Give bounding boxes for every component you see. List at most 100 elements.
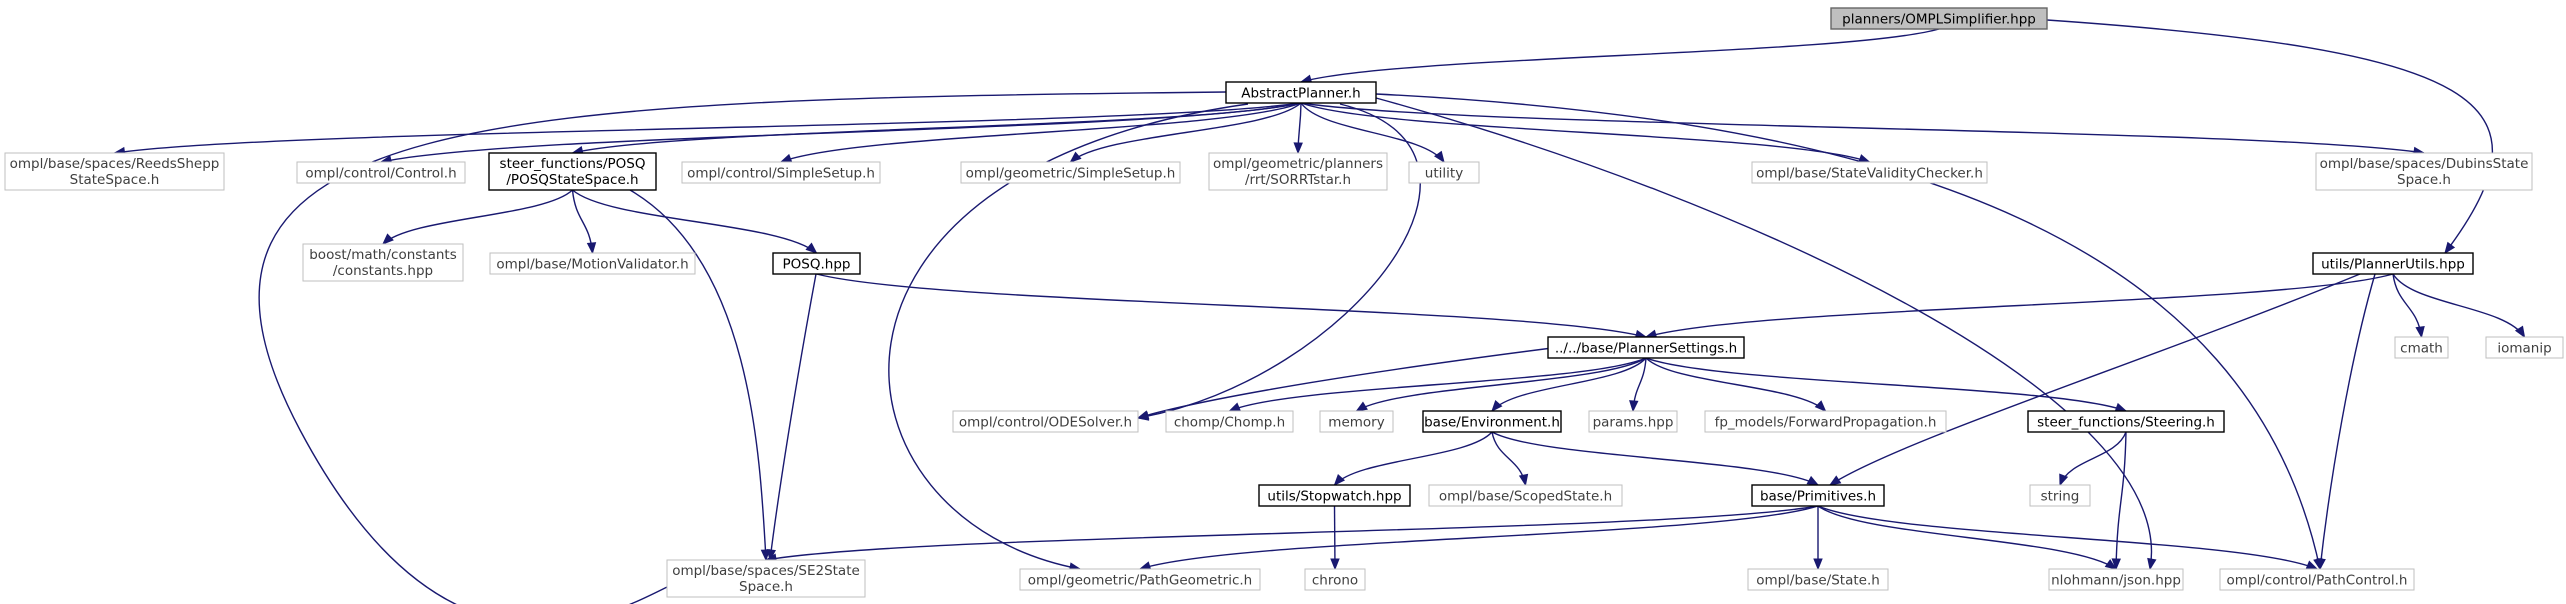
node-label: fp_models/ForwardPropagation.h [1715,415,1937,431]
node-label: cmath [2400,341,2443,357]
node-label: /constants.hpp [333,263,433,279]
node-label: steer_functions/Steering.h [2037,415,2215,431]
node-label: chrono [1312,573,1358,589]
node-label: ../../base/PlannerSettings.h [1555,341,1737,357]
edge-environment-to-primitives [1491,431,1820,486]
edge-posqss-to-posqhpp [572,189,818,254]
node-label: ompl/base/MotionValidator.h [496,257,688,273]
node-memory: memory [1319,410,1394,433]
node-label: base/Primitives.h [1760,489,1876,505]
node-label: string [2041,489,2080,505]
node-label: ompl/control/PathControl.h [2227,573,2408,589]
node-label: ompl/geometric/PathGeometric.h [1028,573,1252,589]
node-boostconst: boost/math/constants/constants.hpp [302,243,464,282]
edge-abstract-to-reedsshepp [113,102,1302,157]
node-label: AbstractPlanner.h [1241,86,1360,102]
edge-settings-to-fwdprop [1645,357,1827,412]
node-pathcontrol: ompl/control/PathControl.h [2219,568,2415,591]
node-label: ompl/base/StateValidityChecker.h [1756,166,1983,182]
edge-posqss-to-boostconst [382,189,573,245]
edge-steering-to-string [2059,431,2127,487]
node-odesolver: ompl/control/ODESolver.h [952,410,1139,433]
edge-stopwatch-to-chrono [1330,505,1340,571]
edge-root-to-abstract [1299,28,1940,84]
node-label: ompl/base/ScopedState.h [1439,489,1612,505]
node-iomanip: iomanip [2485,336,2564,359]
node-steering[interactable]: steer_functions/Steering.h [2027,410,2225,433]
node-string: string [2029,484,2091,507]
edge-plannerutils-to-pathcontrol [2316,273,2376,571]
edge-settings-to-steering [1645,357,2128,412]
node-plannerutils[interactable]: utils/PlannerUtils.hpp [2312,252,2474,275]
edge-environment-to-scopedstate [1491,431,1529,487]
node-label: StateSpace.h [70,172,160,188]
node-label: utility [1425,166,1463,182]
node-label: ompl/base/spaces/SE2State [672,563,860,579]
node-params: params.hpp [1588,410,1678,433]
node-settings[interactable]: ../../base/PlannerSettings.h [1547,336,1745,359]
node-state: ompl/base/State.h [1747,568,1889,591]
edge-abstract-to-json [1375,97,2157,571]
node-cmath: cmath [2394,336,2449,359]
node-abstract[interactable]: AbstractPlanner.h [1225,81,1377,104]
node-scopedstate: ompl/base/ScopedState.h [1428,484,1623,507]
edge-plannerutils-to-cmath [2392,273,2425,339]
edge-plannerutils-to-iomanip [2392,273,2526,339]
node-fwdprop: fp_models/ForwardPropagation.h [1704,410,1947,433]
node-posqss[interactable]: steer_functions/POSQ/POSQStateSpace.h [488,152,657,191]
node-label: ompl/base/spaces/ReedsShepp [10,156,220,172]
node-control: ompl/control/Control.h [296,161,466,184]
node-label: base/Environment.h [1424,415,1560,431]
node-label: steer_functions/POSQ [500,156,646,172]
node-label: Space.h [2397,172,2451,188]
edge-primitives-to-se2 [764,505,1819,563]
node-label: ompl/control/ODESolver.h [959,415,1132,431]
node-label: ompl/geometric/SimpleSetup.h [966,166,1176,182]
edge-abstract-to-dubins [1300,102,2426,157]
node-label: ompl/control/Control.h [305,166,456,182]
node-label: ompl/control/SimpleSetup.h [687,166,875,182]
node-chrono: chrono [1304,568,1366,591]
edge-posqss-to-se2 [629,189,771,562]
edge-settings-to-odesolver [1136,346,1561,420]
node-label: /rrt/SORRTstar.h [1245,172,1351,188]
node-label: memory [1328,415,1384,431]
node-csimplesetup: ompl/control/SimpleSetup.h [681,161,881,184]
edges-layer [113,19,2526,604]
node-json: nlohmann/json.hpp [2048,568,2184,591]
node-primitives[interactable]: base/Primitives.h [1751,484,1885,507]
node-motionval: ompl/base/MotionValidator.h [489,252,696,275]
node-label: params.hpp [1593,415,1674,431]
node-gsimplesetup: ompl/geometric/SimpleSetup.h [960,161,1181,184]
node-svc: ompl/base/StateValidityChecker.h [1751,161,1988,184]
edge-environment-to-stopwatch [1333,431,1493,487]
node-sorrt: ompl/geometric/planners/rrt/SORRTstar.h [1208,152,1388,191]
node-label: ompl/geometric/planners [1213,156,1383,172]
node-label: ompl/base/spaces/DubinsState [2320,156,2529,172]
node-label: utils/PlannerUtils.hpp [2321,257,2465,273]
edge-primitives-to-pathcontrol [1817,505,2319,570]
edge-settings-to-params [1629,357,1647,413]
node-environment[interactable]: base/Environment.h [1422,410,1562,433]
node-label: iomanip [2497,341,2551,357]
node-label: utils/Stopwatch.hpp [1267,489,1401,505]
node-label: Space.h [739,579,793,595]
edge-settings-to-environment [1491,357,1647,413]
node-root: planners/OMPLSimplifier.hpp [1830,7,2048,30]
node-posqhpp[interactable]: POSQ.hpp [772,252,861,275]
edge-settings-to-memory [1355,357,1647,412]
node-label: nlohmann/json.hpp [2051,573,2181,589]
edge-primitives-to-json [1817,505,2118,570]
edge-primitives-to-state [1813,505,1823,571]
edge-posqss-to-motionval [571,189,597,255]
node-label: ompl/base/State.h [1756,573,1880,589]
edge-root-to-plannerutils [2046,19,2494,255]
edge-abstract-to-utility [1300,102,1445,164]
edge-primitives-to-pathgeo [1138,505,1819,571]
node-utility: utility [1408,161,1480,184]
node-stopwatch[interactable]: utils/Stopwatch.hpp [1258,484,1411,507]
edge-abstract-to-odesolver [1136,103,1421,421]
